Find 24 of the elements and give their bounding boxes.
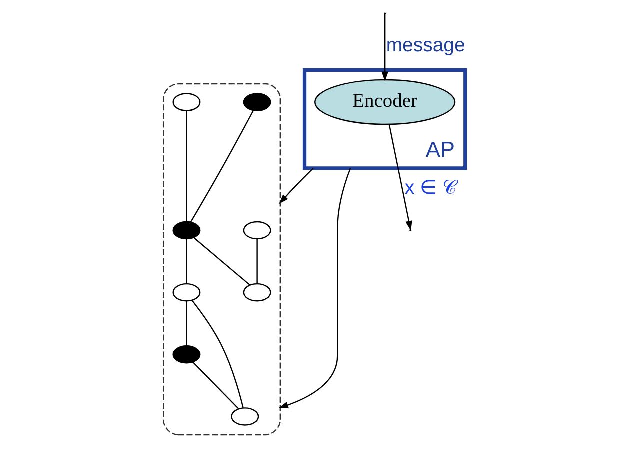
connector (186, 239, 188, 284)
edge-label: x ∈ 𝒞 (404, 176, 456, 199)
edge-label: message (386, 34, 466, 57)
node-circle (243, 221, 272, 240)
node-circle (172, 346, 201, 364)
node-circle (172, 93, 201, 112)
connector (194, 238, 250, 286)
node-circle (172, 221, 201, 240)
node-circle (243, 283, 272, 302)
connector (192, 362, 240, 410)
connector (256, 239, 258, 284)
connector (190, 110, 254, 223)
connector (186, 110, 188, 222)
arrow (278, 168, 352, 409)
node-circle (172, 283, 201, 302)
arrow (382, 14, 388, 82)
node-circle (243, 93, 272, 112)
connector (186, 301, 188, 346)
connector (192, 300, 244, 408)
node-circle (231, 408, 260, 426)
arrow (388, 124, 412, 231)
cluster (163, 83, 282, 436)
node-ellipse: Encoder (314, 79, 456, 126)
arrow (279, 168, 314, 204)
